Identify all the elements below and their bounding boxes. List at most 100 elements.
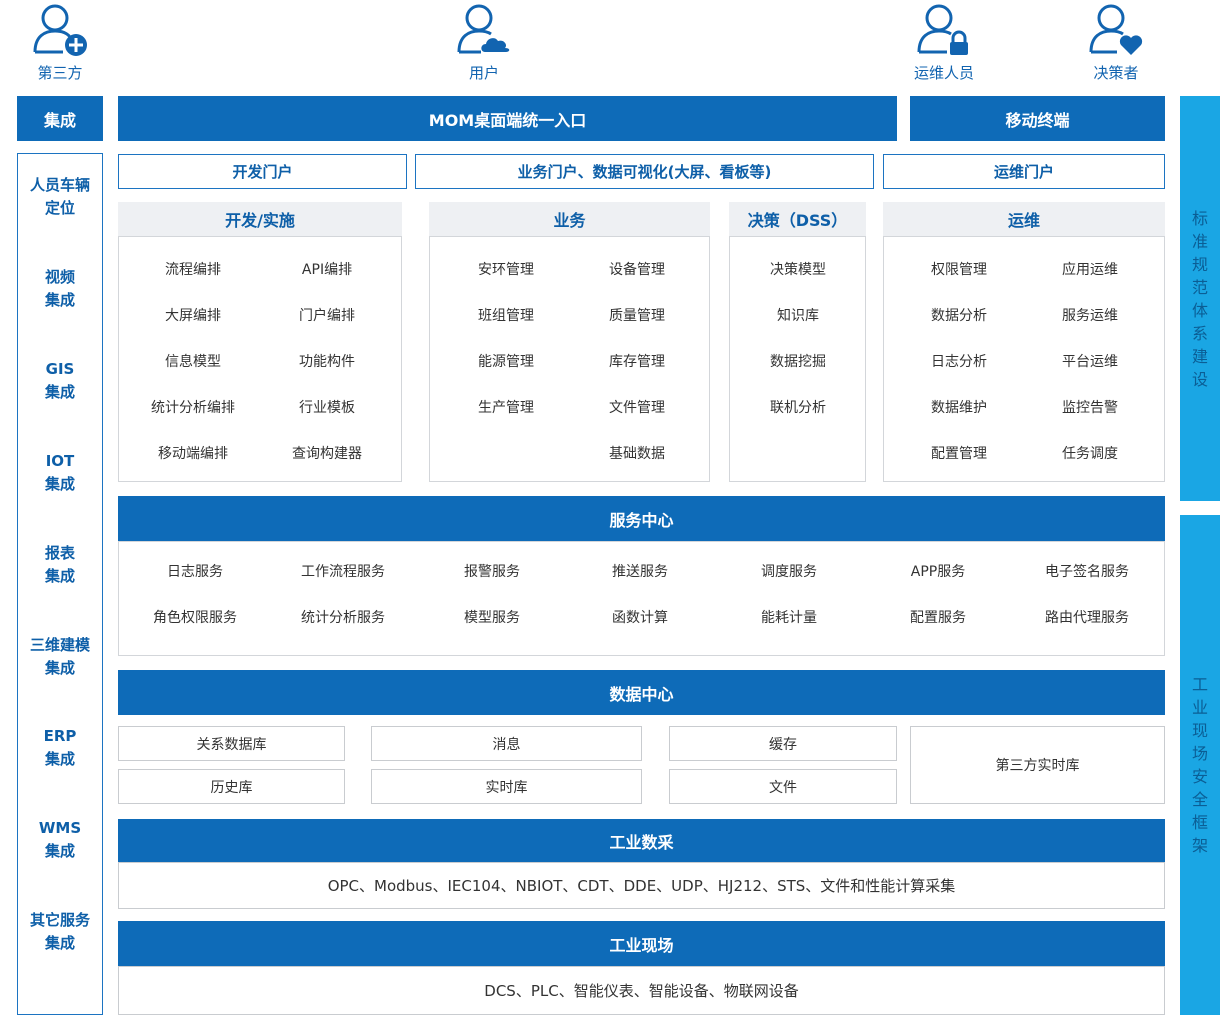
module-item[interactable]: API编排 <box>301 262 353 278</box>
module-item[interactable]: 决策模型 <box>770 262 826 278</box>
service-item[interactable]: APP服务 <box>910 564 966 580</box>
service-item[interactable]: 推送服务 <box>612 564 668 580</box>
service-item[interactable]: 统计分析服务 <box>301 610 385 626</box>
data-store-third-party-realtime-db[interactable]: 第三方实时库 <box>910 726 1165 804</box>
module-item[interactable]: 数据挖掘 <box>770 354 826 370</box>
integration-item-3d-modeling[interactable]: 三维建模集成 <box>18 634 102 680</box>
acquisition-protocols: OPC、Modbus、IEC104、NBIOT、CDT、DDE、UDP、HJ21… <box>118 862 1165 909</box>
service-item[interactable]: 函数计算 <box>612 610 668 626</box>
integration-item-vehicle-positioning[interactable]: 人员车辆定位 <box>18 174 102 220</box>
service-item[interactable]: 配置服务 <box>910 610 966 626</box>
integration-label: 集成 <box>44 475 75 493</box>
module-item[interactable]: 设备管理 <box>609 262 665 278</box>
data-store-file[interactable]: 文件 <box>669 769 897 804</box>
module-item[interactable]: 数据分析 <box>931 308 987 324</box>
integration-item-other[interactable]: 其它服务集成 <box>18 909 102 955</box>
integration-label: 三维建模 <box>29 636 90 654</box>
service-item[interactable]: 角色权限服务 <box>153 610 237 626</box>
field-devices: DCS、PLC、智能仪表、智能设备、物联网设备 <box>118 966 1165 1015</box>
module-item[interactable]: 库存管理 <box>609 354 665 370</box>
service-item[interactable]: 工作流程服务 <box>301 564 385 580</box>
module-item[interactable]: 质量管理 <box>609 308 665 324</box>
user-plus-icon <box>33 4 87 56</box>
user-cloud-icon <box>457 4 510 54</box>
integration-label: 集成 <box>44 934 75 952</box>
role-label: 决策者 <box>1093 64 1139 82</box>
integration-item-iot[interactable]: IOT 集成 <box>18 450 102 496</box>
module-item[interactable]: 信息模型 <box>165 354 221 370</box>
desktop-entry-bar[interactable]: MOM桌面端统一入口 <box>118 96 897 141</box>
business-portal[interactable]: 业务门户、数据可视化(大屏、看板等) <box>415 154 874 189</box>
module-item[interactable]: 功能构件 <box>299 354 355 370</box>
service-item[interactable]: 模型服务 <box>464 610 520 626</box>
integration-item-video[interactable]: 视频集成 <box>18 266 102 312</box>
module-item[interactable]: 日志分析 <box>931 354 987 370</box>
integration-label: 视频 <box>44 268 75 286</box>
data-store-cache[interactable]: 缓存 <box>669 726 897 761</box>
module-item[interactable]: 生产管理 <box>478 400 534 416</box>
module-item[interactable]: 行业模板 <box>299 400 355 416</box>
module-item[interactable]: 应用运维 <box>1062 262 1118 278</box>
module-item[interactable]: 统计分析编排 <box>151 400 235 416</box>
module-item[interactable]: 班组管理 <box>478 308 534 324</box>
field-header: 工业现场 <box>118 921 1165 966</box>
module-item[interactable]: 任务调度 <box>1062 446 1118 462</box>
service-item[interactable]: 电子签名服务 <box>1045 564 1129 580</box>
module-item[interactable]: 配置管理 <box>931 446 987 462</box>
module-item[interactable]: 基础数据 <box>609 446 665 462</box>
service-center-header: 服务中心 <box>118 496 1165 541</box>
module-item[interactable]: 监控告警 <box>1062 400 1118 416</box>
module-item[interactable]: 安环管理 <box>478 262 534 278</box>
integration-item-report[interactable]: 报表集成 <box>18 542 102 588</box>
role-user: 用户 <box>446 0 522 83</box>
data-store-history-db[interactable]: 历史库 <box>118 769 345 804</box>
module-panel-business: 安环管理 设备管理 班组管理 质量管理 能源管理 库存管理 生产管理 文件管理 … <box>429 236 710 482</box>
service-item[interactable]: 能耗计量 <box>761 610 817 626</box>
side-bar-security: 工业现场安全框架 <box>1180 515 1220 1015</box>
role-ops-staff: 运维人员 <box>902 0 986 83</box>
service-item[interactable]: 调度服务 <box>761 564 817 580</box>
module-item[interactable]: 移动端编排 <box>158 446 228 462</box>
integration-label: 集成 <box>44 291 75 309</box>
data-store-realtime-db[interactable]: 实时库 <box>371 769 642 804</box>
module-item[interactable]: 查询构建器 <box>292 446 362 462</box>
module-item[interactable]: 知识库 <box>777 308 819 324</box>
module-item[interactable]: 联机分析 <box>770 400 826 416</box>
module-item[interactable]: 流程编排 <box>165 262 221 278</box>
service-center-panel: 日志服务 工作流程服务 报警服务 推送服务 调度服务 APP服务 电子签名服务 … <box>118 541 1165 656</box>
user-lock-icon <box>917 4 968 55</box>
service-item[interactable]: 路由代理服务 <box>1045 610 1129 626</box>
module-item[interactable]: 服务运维 <box>1062 308 1118 324</box>
role-third-party: 第三方 <box>22 0 98 83</box>
ops-portal[interactable]: 运维门户 <box>883 154 1165 189</box>
service-item[interactable]: 报警服务 <box>464 564 520 580</box>
integration-header: 集成 <box>17 96 103 141</box>
module-item[interactable]: 平台运维 <box>1062 354 1118 370</box>
module-item[interactable]: 权限管理 <box>931 262 987 278</box>
user-heart-icon <box>1089 4 1143 55</box>
integration-label: 集成 <box>44 567 75 585</box>
module-header-business: 业务 <box>429 202 710 236</box>
integration-label: 其它服务 <box>29 911 90 929</box>
dev-portal[interactable]: 开发门户 <box>118 154 407 189</box>
module-item[interactable]: 能源管理 <box>478 354 534 370</box>
role-label: 用户 <box>468 64 499 82</box>
mobile-terminal-bar[interactable]: 移动终端 <box>910 96 1165 141</box>
module-item[interactable]: 大屏编排 <box>165 308 221 324</box>
integration-label: WMS <box>38 819 82 837</box>
module-item[interactable]: 文件管理 <box>609 400 665 416</box>
role-decision-maker: 决策者 <box>1078 0 1154 83</box>
module-header-ops: 运维 <box>883 202 1165 236</box>
data-store-relational-db[interactable]: 关系数据库 <box>118 726 345 761</box>
module-item[interactable]: 门户编排 <box>299 308 355 324</box>
module-item[interactable]: 数据维护 <box>931 400 987 416</box>
data-store-message[interactable]: 消息 <box>371 726 642 761</box>
service-item[interactable]: 日志服务 <box>167 564 223 580</box>
integration-label: 集成 <box>44 383 75 401</box>
module-header-dss: 决策（DSS） <box>729 202 866 236</box>
integration-label: IOT <box>45 452 75 470</box>
